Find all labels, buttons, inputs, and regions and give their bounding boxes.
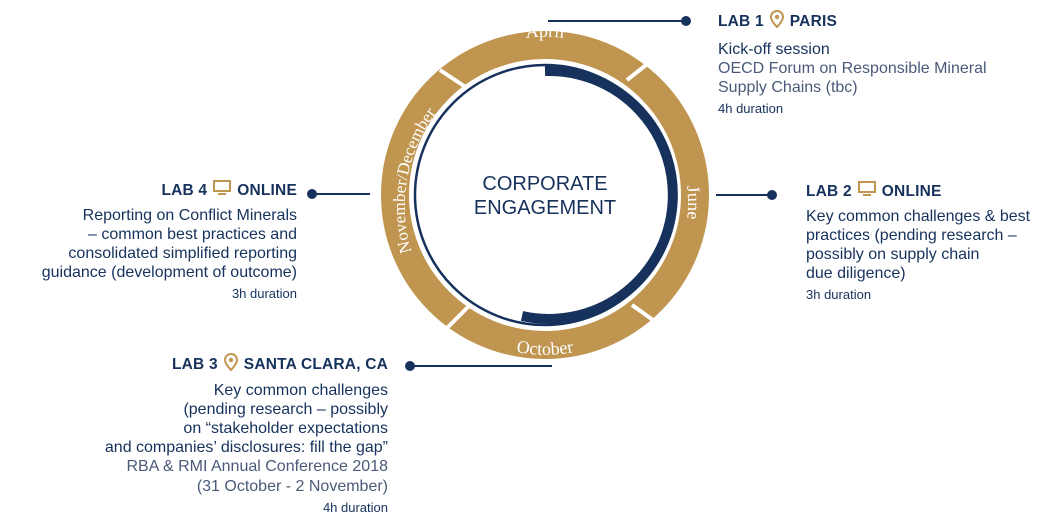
lab2-line-1: Key common challenges & best	[806, 207, 1031, 225]
lab4-heading: LAB 4 ONLINE	[5, 180, 297, 202]
lab1-venue-1: OECD Forum on Responsible Mineral	[718, 59, 987, 77]
location-pin-icon	[223, 352, 238, 377]
lab4-block: LAB 4 ONLINE Reporting on Conflict Miner…	[5, 180, 297, 302]
lab2-block: LAB 2 ONLINE Key common challenges & bes…	[806, 181, 1051, 303]
lab1-block: LAB 1 PARIS Kick-off session OECD Forum …	[718, 9, 1048, 117]
connector-lines	[312, 20, 772, 367]
segment-label-june: June	[683, 185, 704, 221]
lab2-line-4: due diligence)	[806, 265, 906, 283]
lab3-line-2: (pending research – possibly	[183, 400, 388, 418]
lab4-line-3: consolidated simplified reporting	[68, 244, 297, 262]
center-title-line2: ENGAGEMENT	[473, 197, 617, 219]
lab3-location: SANTA CLARA, CA	[243, 355, 388, 373]
lab3-line-3: on “stakeholder expectations	[183, 419, 388, 437]
monitor-icon	[857, 181, 876, 203]
lab4-line-4: guidance (development of outcome)	[41, 264, 297, 282]
gold-ring	[381, 31, 709, 359]
monitor-icon	[213, 180, 232, 202]
segment-label-october: October	[516, 336, 575, 358]
lab2-duration: 3h duration	[806, 287, 872, 303]
location-pin-icon	[769, 9, 784, 34]
lab1-number: LAB 1	[718, 12, 764, 30]
lab4-number: LAB 4	[161, 181, 208, 199]
lab4-line-1: Reporting on Conflict Minerals	[82, 206, 297, 224]
lab2-number: LAB 2	[806, 182, 852, 200]
lab2-line-2: practices (pending research –	[806, 226, 1017, 244]
lab2-heading: LAB 2 ONLINE	[806, 181, 1051, 203]
lab4-location: ONLINE	[237, 181, 297, 199]
lab1-venue-2: Supply Chains (tbc)	[718, 78, 858, 96]
lab3-number: LAB 3	[171, 355, 218, 373]
segment-label-april: April	[525, 21, 566, 42]
connector-dot-lab3	[405, 361, 415, 371]
connector-dot-lab2	[767, 190, 777, 200]
lab3-line-4: and companies’ disclosures: fill the gap…	[104, 439, 388, 457]
lab3-duration: 4h duration	[322, 499, 388, 515]
progress-arc	[520, 65, 678, 324]
center-title: CORPORATE ENGAGEMENT	[445, 172, 645, 220]
connector-dot-lab1	[681, 16, 691, 26]
connector-dot-lab4	[307, 189, 317, 199]
lab3-venue-1: RBA & RMI Annual Conference 2018	[126, 458, 389, 476]
lab1-location: PARIS	[789, 12, 838, 30]
lab1-heading: LAB 1 PARIS	[718, 9, 1048, 34]
lab1-line-1: Kick-off session	[718, 40, 830, 58]
lab3-heading: LAB 3 SANTA CLARA, CA	[40, 352, 388, 377]
lab4-line-2: – common best practices and	[88, 225, 297, 243]
lab3-block: LAB 3 SANTA CLARA, CA Key common challen…	[40, 352, 389, 515]
lab1-duration: 4h duration	[718, 101, 784, 117]
ring-separators	[438, 56, 662, 332]
center-title-line1: CORPORATE	[482, 173, 608, 195]
lab3-line-1: Key common challenges	[213, 381, 388, 399]
lab3-venue-2: (31 October - 2 November)	[196, 477, 388, 495]
lab4-duration: 3h duration	[231, 286, 297, 302]
lab2-location: ONLINE	[881, 182, 942, 200]
lab2-line-3: possibly on supply chain	[806, 245, 980, 263]
